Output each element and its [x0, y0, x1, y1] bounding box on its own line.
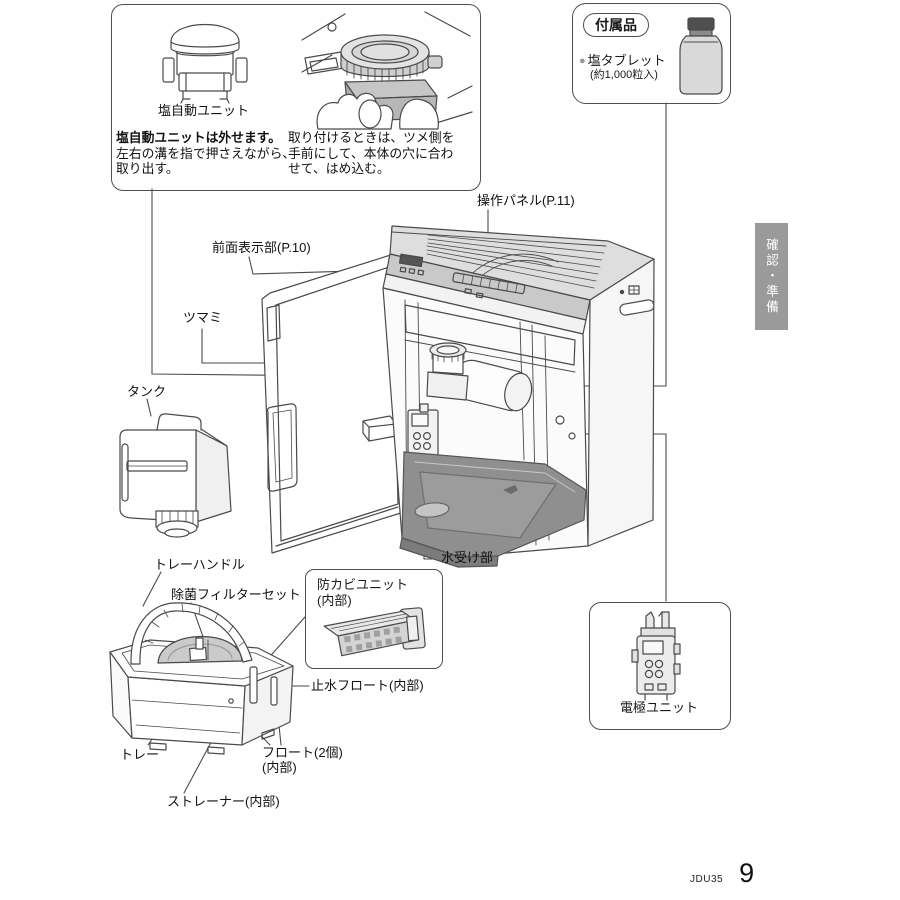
anti-mold-unit-drawing: [323, 607, 426, 657]
electrode-unit-box: [589, 602, 731, 730]
salt-unit-install-line3: せて、はめ込む。: [288, 161, 390, 177]
accessory-item-label: 塩タブレット: [587, 53, 666, 68]
salt-unit-drawing: [162, 24, 248, 104]
label-float-line1: フロート(2個): [262, 745, 343, 760]
label-anti-mold-line1: 防カビユニット: [317, 577, 409, 592]
bullet-icon: ●: [579, 55, 586, 67]
salt-unit-install-line2: 手前にして、本体の穴に合わ: [288, 145, 454, 161]
tray-drawing: [109, 602, 294, 755]
bottle-icon: [679, 17, 723, 95]
label-stop-float: 止水フロート(内部): [311, 678, 424, 693]
label-water-tray: 水受け部: [441, 550, 494, 565]
label-anti-mold-line2: (内部): [317, 592, 352, 608]
label-tray: トレー: [120, 747, 160, 762]
salt-unit-remove-line3: 取り出す。: [116, 161, 179, 177]
salt-unit-instruction-box: [111, 4, 481, 191]
label-tank: タンク: [127, 384, 167, 399]
label-knob: ツマミ: [183, 310, 223, 325]
label-float-line2: (内部): [262, 760, 297, 775]
anti-mold-unit-box: [305, 569, 443, 669]
salt-unit-caption: 塩自動ユニット: [158, 103, 250, 118]
accessory-note: (約1,000粒入): [590, 69, 658, 81]
accessories-box: [572, 3, 731, 104]
label-anti-mold-unit: 防カビユニット (内部): [317, 577, 408, 608]
label-float: フロート(2個) (内部): [262, 745, 343, 775]
tank-drawing: [119, 413, 232, 538]
label-tray-handle: トレーハンドル: [154, 557, 245, 572]
page-footer: JDU35 9: [690, 858, 754, 889]
label-operation-panel: 操作パネル(P.11): [477, 193, 575, 208]
page-number: 9: [739, 858, 755, 888]
accessories-title: 付属品: [583, 13, 649, 37]
appliance-drawing: [261, 225, 655, 568]
section-tab: 確認・準備: [755, 223, 788, 330]
label-electrode-unit: 電極ユニット: [619, 700, 698, 715]
install-hand-drawing: [301, 11, 473, 130]
accessory-item: ●塩タブレット: [579, 50, 666, 69]
electrode-unit-drawing: [631, 611, 681, 701]
salt-unit-install-line1: 取り付けるときは、ツメ側を: [288, 130, 455, 145]
label-filter-set: 除菌フィルターセット: [171, 587, 301, 602]
salt-unit-remove-text: 塩自動ユニットは外せます。 左右の溝を指で押さえながら、 取り出す。: [116, 130, 295, 177]
salt-unit-install-text: 取り付けるときは、ツメ側を 手前にして、本体の穴に合わ せて、はめ込む。: [288, 130, 454, 177]
salt-unit-remove-line1: 塩自動ユニットは外せます。: [116, 130, 282, 145]
label-strainer: ストレーナー(内部): [167, 794, 280, 809]
model-code: JDU35: [690, 874, 724, 885]
salt-unit-remove-line2: 左右の溝を指で押さえながら、: [116, 145, 296, 161]
label-front-display: 前面表示部(P.10): [212, 240, 311, 255]
